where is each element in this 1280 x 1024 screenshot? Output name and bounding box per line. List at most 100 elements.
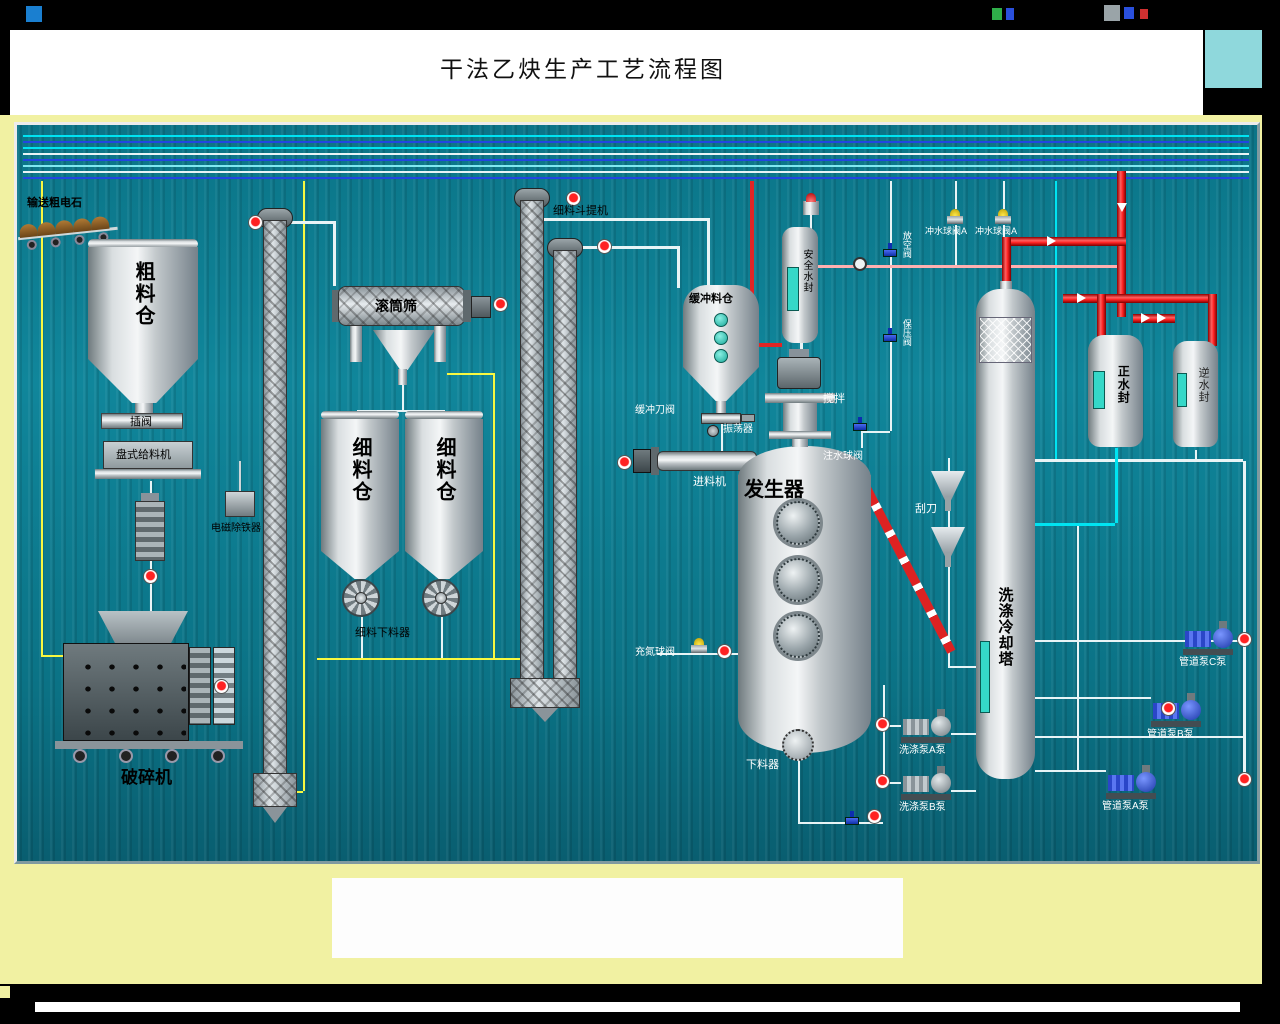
generator-bottom-flange [782, 729, 814, 761]
pipe-bundle-2 [23, 141, 1249, 143]
disc-feeder-base [95, 469, 201, 479]
slide-valve[interactable]: 插阀 [101, 413, 183, 429]
buffer-silo-body [683, 309, 759, 367]
wash-pump-b[interactable] [901, 766, 951, 800]
elevator2b-column [553, 250, 577, 680]
pipeline-pump-c[interactable] [1183, 621, 1233, 655]
drum-screen-cap [332, 290, 340, 322]
pipe-red-seals-h [1063, 294, 1215, 303]
valve-body-icon [883, 334, 897, 342]
flush-ball-valve-b[interactable] [995, 209, 1011, 224]
buffer-knife-valve[interactable] [701, 413, 741, 424]
fine-silo1-rim [321, 411, 399, 419]
seal-level-window [1177, 373, 1187, 407]
wash-pump-a[interactable] [901, 709, 951, 743]
conveyor-wheel [26, 239, 38, 251]
relief-valve-cap [806, 193, 816, 202]
buffer-silo-dome [683, 285, 759, 309]
valve-cap-icon [950, 209, 960, 216]
pipe-pumpA-h [1035, 770, 1106, 772]
pipe-red-revseal-v [1208, 294, 1217, 346]
pipe-posseal-h [1035, 523, 1115, 526]
pipe-yellow-fines-top [447, 373, 493, 375]
discharger-label: 下料器 [746, 759, 779, 771]
pipeline-pump-a-label: 管道泵A泵 [1102, 801, 1149, 812]
page-title: 干法乙炔生产工艺流程图 [440, 57, 726, 83]
drain-valve[interactable] [845, 811, 859, 825]
material-pile [54, 219, 74, 235]
coarse-silo-body: 粗料仓 [88, 247, 198, 359]
status-light [867, 809, 882, 824]
elevator1-boot-funnel [263, 807, 287, 823]
rotary-feeder[interactable] [342, 579, 380, 617]
drum-screen-motor [471, 296, 491, 318]
water-ball-valve[interactable] [853, 417, 867, 431]
vent-valve-label: 放空阀 [901, 231, 912, 258]
nitrogen-ball-valve[interactable] [691, 638, 707, 653]
magnetic-separator-label: 电磁除铁器 [211, 523, 261, 534]
drum-screen-cap [463, 290, 471, 322]
reverse-seal-body: 逆水封 [1173, 355, 1218, 437]
pipe-washA-out [951, 733, 976, 735]
status-light [1237, 632, 1252, 647]
coarse-silo-cone [88, 359, 198, 403]
pipeline-pump-b[interactable] [1151, 693, 1201, 727]
drum-screen-body[interactable]: 滚筒筛 [338, 286, 465, 326]
conveyor-wheel [74, 234, 86, 246]
elevator2-boot [510, 678, 580, 708]
tower-dome [976, 289, 1035, 313]
magnetic-separator[interactable] [225, 491, 255, 517]
status-light [566, 191, 581, 206]
pipe-screen-funnel-drop [402, 383, 404, 410]
tower-level-window [980, 641, 990, 713]
tower-body: 洗涤冷却塔 [976, 311, 1035, 753]
crusher-body[interactable] [63, 643, 189, 741]
fine-silo1-body: 细料仓 [321, 419, 399, 551]
pump-head-icon [931, 716, 951, 736]
pipe-grid-v [1077, 523, 1079, 770]
crusher-wheel [165, 749, 179, 763]
status-light [1161, 701, 1176, 716]
agitator-flange [765, 393, 835, 403]
pressure-valve[interactable] [883, 328, 897, 342]
relief-valve-body[interactable] [803, 201, 819, 215]
material-pile [90, 215, 110, 231]
pipeline-pump-a[interactable] [1106, 765, 1156, 799]
pipe-utility-h [861, 431, 890, 433]
pipe-bundle-1 [23, 135, 1249, 137]
pump-motor-icon [1108, 775, 1134, 791]
status-light [143, 569, 158, 584]
pipe-bundle-3 [23, 147, 1249, 149]
pipe-washB-in [883, 782, 901, 784]
safety-seal-bottom [782, 331, 818, 343]
pipe-pumpB-h [1035, 697, 1151, 699]
vent-valve[interactable] [883, 243, 897, 257]
pump-base-icon [1183, 649, 1233, 655]
tower-bottom [976, 753, 1035, 779]
material-pile [18, 223, 38, 239]
taskbar-chip-icon [26, 6, 42, 22]
rotary-feeder[interactable] [422, 579, 460, 617]
crusher-wheel [211, 749, 225, 763]
coarse-silo-neck [135, 403, 153, 415]
cyclone-stem [945, 497, 951, 511]
top-bar [0, 0, 1280, 30]
flow-arrow-icon [1157, 313, 1166, 323]
pump-head-icon [1136, 772, 1156, 792]
reverse-seal-label: 逆水封 [1197, 367, 1210, 403]
pipe-cyan-tower-v [1055, 181, 1057, 459]
buffer-silo-cone [683, 367, 759, 401]
pipe-cyclone-h [948, 666, 976, 668]
valve-body-icon [853, 423, 867, 431]
conveyor-wheel [50, 236, 62, 248]
pipe-elev2-top-v [707, 218, 710, 288]
agitator-motor[interactable] [777, 357, 821, 389]
flush-ball-valve-a[interactable] [947, 209, 963, 224]
pump-motor-icon [1185, 631, 1211, 647]
disc-feeder[interactable]: 盘式给料机 [103, 441, 193, 469]
tower-nozzle [1000, 281, 1012, 289]
bottom-yellow-notch [0, 986, 10, 998]
status-light [875, 774, 890, 789]
coarse-silo-label: 粗料仓 [132, 261, 154, 327]
taskbar-chip-icon [1104, 5, 1120, 21]
